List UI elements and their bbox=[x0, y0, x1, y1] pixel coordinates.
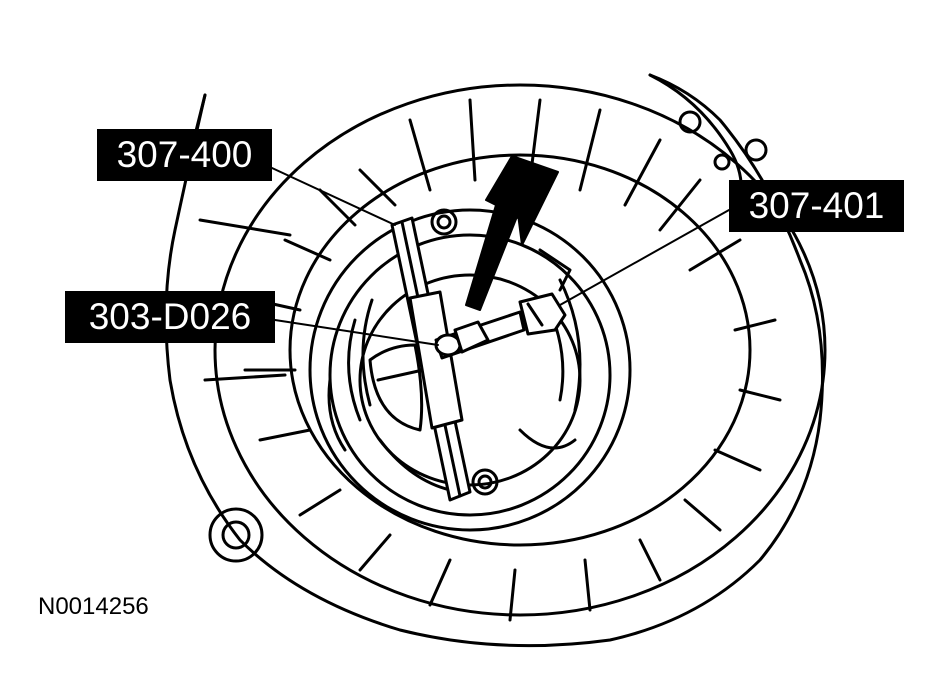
center-bore bbox=[368, 343, 424, 432]
bolt-hole-bottom bbox=[471, 468, 499, 496]
rib-ring-outer bbox=[213, 83, 827, 617]
top-ear-hole bbox=[744, 138, 768, 162]
dial-indicator-303-D026 bbox=[434, 320, 490, 357]
housing-left-edge bbox=[193, 93, 207, 137]
housing-top-flange bbox=[648, 73, 743, 202]
top-ear-hole-inner bbox=[678, 110, 702, 134]
bolt-hole-bottom-inner bbox=[477, 474, 493, 490]
pump-housing-outer bbox=[308, 208, 632, 532]
top-ear-hole-small bbox=[713, 153, 731, 171]
mounting-ear-outer bbox=[208, 507, 264, 563]
callout-307-401: 307-401 bbox=[729, 180, 904, 232]
leader-303-D026 bbox=[274, 319, 439, 346]
callout-303-D026: 303-D026 bbox=[65, 291, 275, 343]
aligner-bar-307-400 bbox=[390, 216, 472, 502]
leader-307-401 bbox=[559, 209, 730, 306]
figure-id: N0014256 bbox=[38, 593, 149, 620]
callout-307-400: 307-400 bbox=[97, 129, 272, 181]
housing-outer-rim bbox=[164, 73, 824, 648]
direction-arrow-icon bbox=[465, 155, 559, 311]
pump-housing-mid bbox=[328, 233, 612, 517]
rib-ring-inner bbox=[288, 153, 752, 547]
bolt-hole-top-inner bbox=[436, 214, 452, 230]
leader-307-400 bbox=[271, 167, 396, 226]
mounting-ear-hole bbox=[221, 520, 251, 550]
bolt-hole-top bbox=[430, 208, 458, 236]
